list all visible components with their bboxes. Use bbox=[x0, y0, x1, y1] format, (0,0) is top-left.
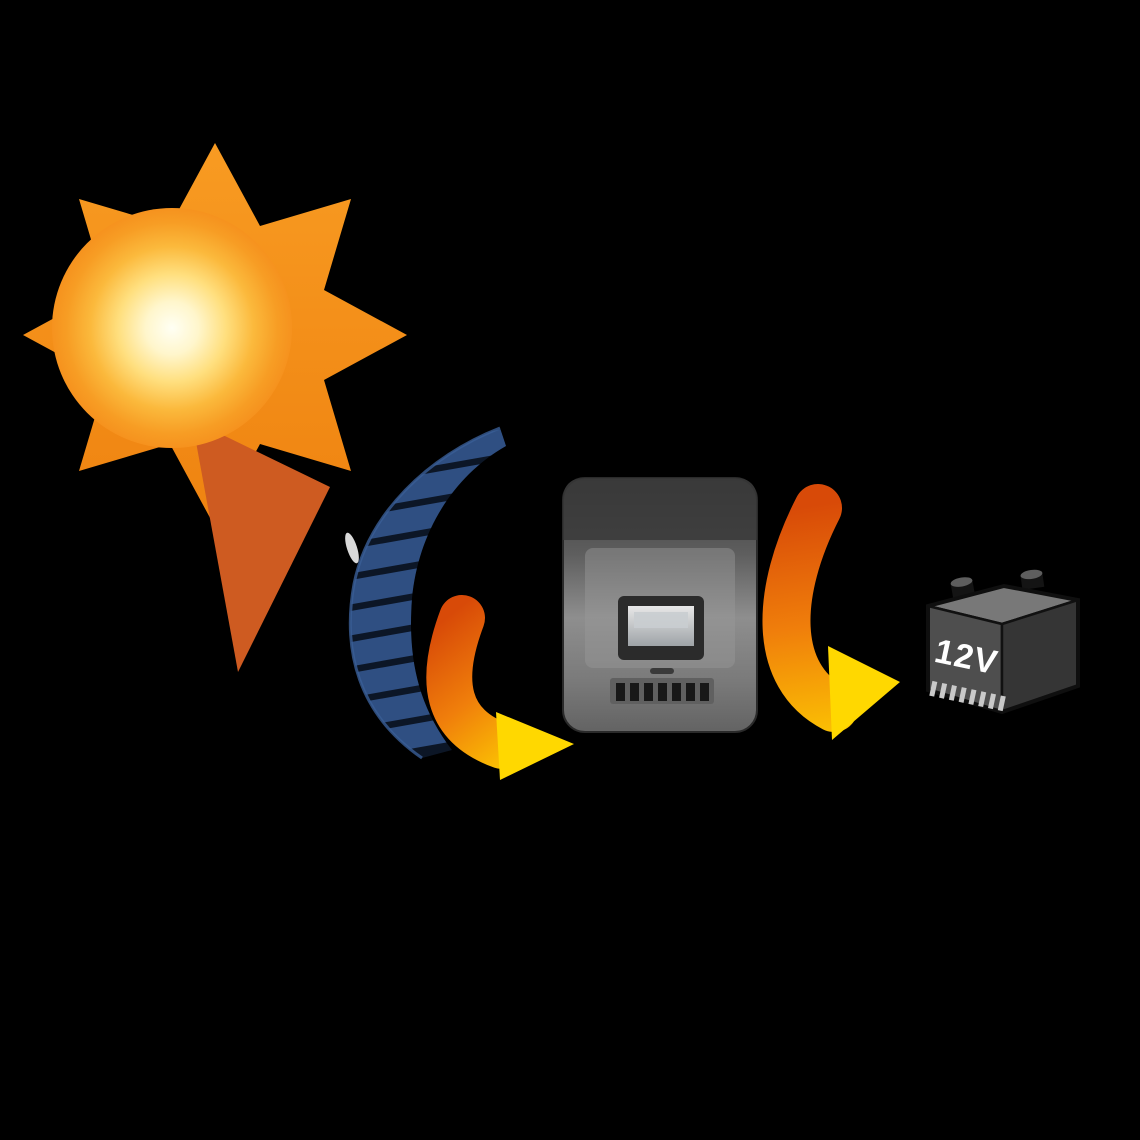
flow-arrow-2-body bbox=[762, 484, 858, 732]
battery-outline bbox=[926, 583, 1080, 715]
battery-terminal-right bbox=[1020, 569, 1045, 590]
flow-arrow-2-head bbox=[828, 646, 900, 740]
flow-arrow-1-body bbox=[426, 595, 525, 769]
sun-core bbox=[52, 208, 292, 448]
panel-glint bbox=[345, 532, 359, 564]
panel-edge-highlight bbox=[348, 426, 501, 760]
controller-terminals bbox=[616, 683, 709, 701]
flow-arrow-controller-to-battery bbox=[762, 484, 900, 740]
battery-icon: 12V bbox=[926, 569, 1080, 715]
controller-slot bbox=[650, 668, 674, 674]
battery-vents bbox=[929, 680, 1006, 712]
sun-ray-dark-icon bbox=[192, 420, 330, 672]
controller-screen-inner bbox=[634, 612, 688, 628]
charge-controller-icon bbox=[562, 477, 758, 733]
controller-top-shade bbox=[563, 478, 757, 540]
flow-arrow-1-head bbox=[496, 712, 574, 780]
sun-icon bbox=[23, 143, 407, 672]
flow-arrow-panel-to-controller bbox=[426, 595, 574, 780]
